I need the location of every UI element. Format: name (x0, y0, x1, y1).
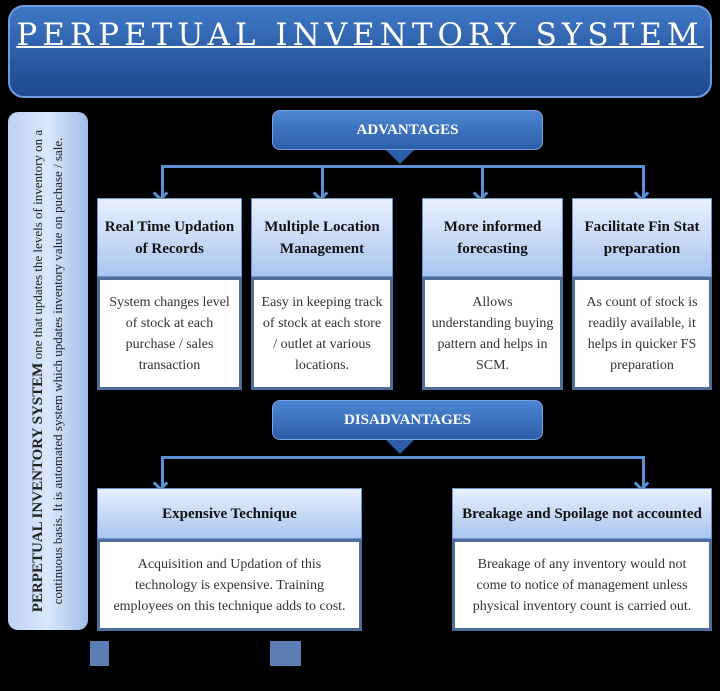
arrow-down-icon (161, 456, 164, 487)
advantage-body: System changes level of stock at each pu… (97, 277, 242, 390)
disadvantage-body: Acquisition and Updation of this technol… (97, 539, 362, 631)
title-text: PERPETUAL INVENTORY SYSTEM (16, 17, 704, 53)
disadvantages-connector (161, 456, 645, 459)
arrow-down-icon (161, 165, 164, 197)
definition-panel: PERPETUAL INVENTORY SYSTEM one that upda… (8, 112, 88, 630)
advantage-title: Facilitate Fin Stat preparation (572, 198, 712, 277)
advantage-body: Allows understanding buying pattern and … (422, 277, 563, 390)
arrow-down-icon (321, 165, 324, 197)
disadvantages-heading: DISADVANTAGES (272, 400, 543, 440)
decorative-square (270, 641, 301, 666)
advantage-body: Easy in keeping track of stock at each s… (251, 277, 393, 390)
title-banner: PERPETUAL INVENTORY SYSTEM (8, 5, 712, 98)
decorative-square (90, 641, 109, 666)
advantages-connector (161, 165, 645, 168)
advantages-pointer (386, 150, 414, 164)
arrow-down-icon (481, 165, 484, 197)
advantage-body: As count of stock is readily available, … (572, 277, 712, 390)
disadvantages-pointer (386, 440, 414, 454)
arrow-down-icon (642, 165, 645, 197)
advantages-heading: ADVANTAGES (272, 110, 543, 150)
disadvantage-body: Breakage of any inventory would not come… (452, 539, 712, 631)
definition-text: PERPETUAL INVENTORY SYSTEM one that upda… (28, 121, 68, 621)
disadvantage-title: Expensive Technique (97, 488, 362, 539)
disadvantage-title: Breakage and Spoilage not accounted (452, 488, 712, 539)
advantage-title: Multiple Location Management (251, 198, 393, 277)
arrow-down-icon (642, 456, 645, 487)
definition-term: PERPETUAL INVENTORY SYSTEM (30, 362, 46, 613)
advantage-title: Real Time Updation of Records (97, 198, 242, 277)
advantage-title: More informed forecasting (422, 198, 563, 277)
